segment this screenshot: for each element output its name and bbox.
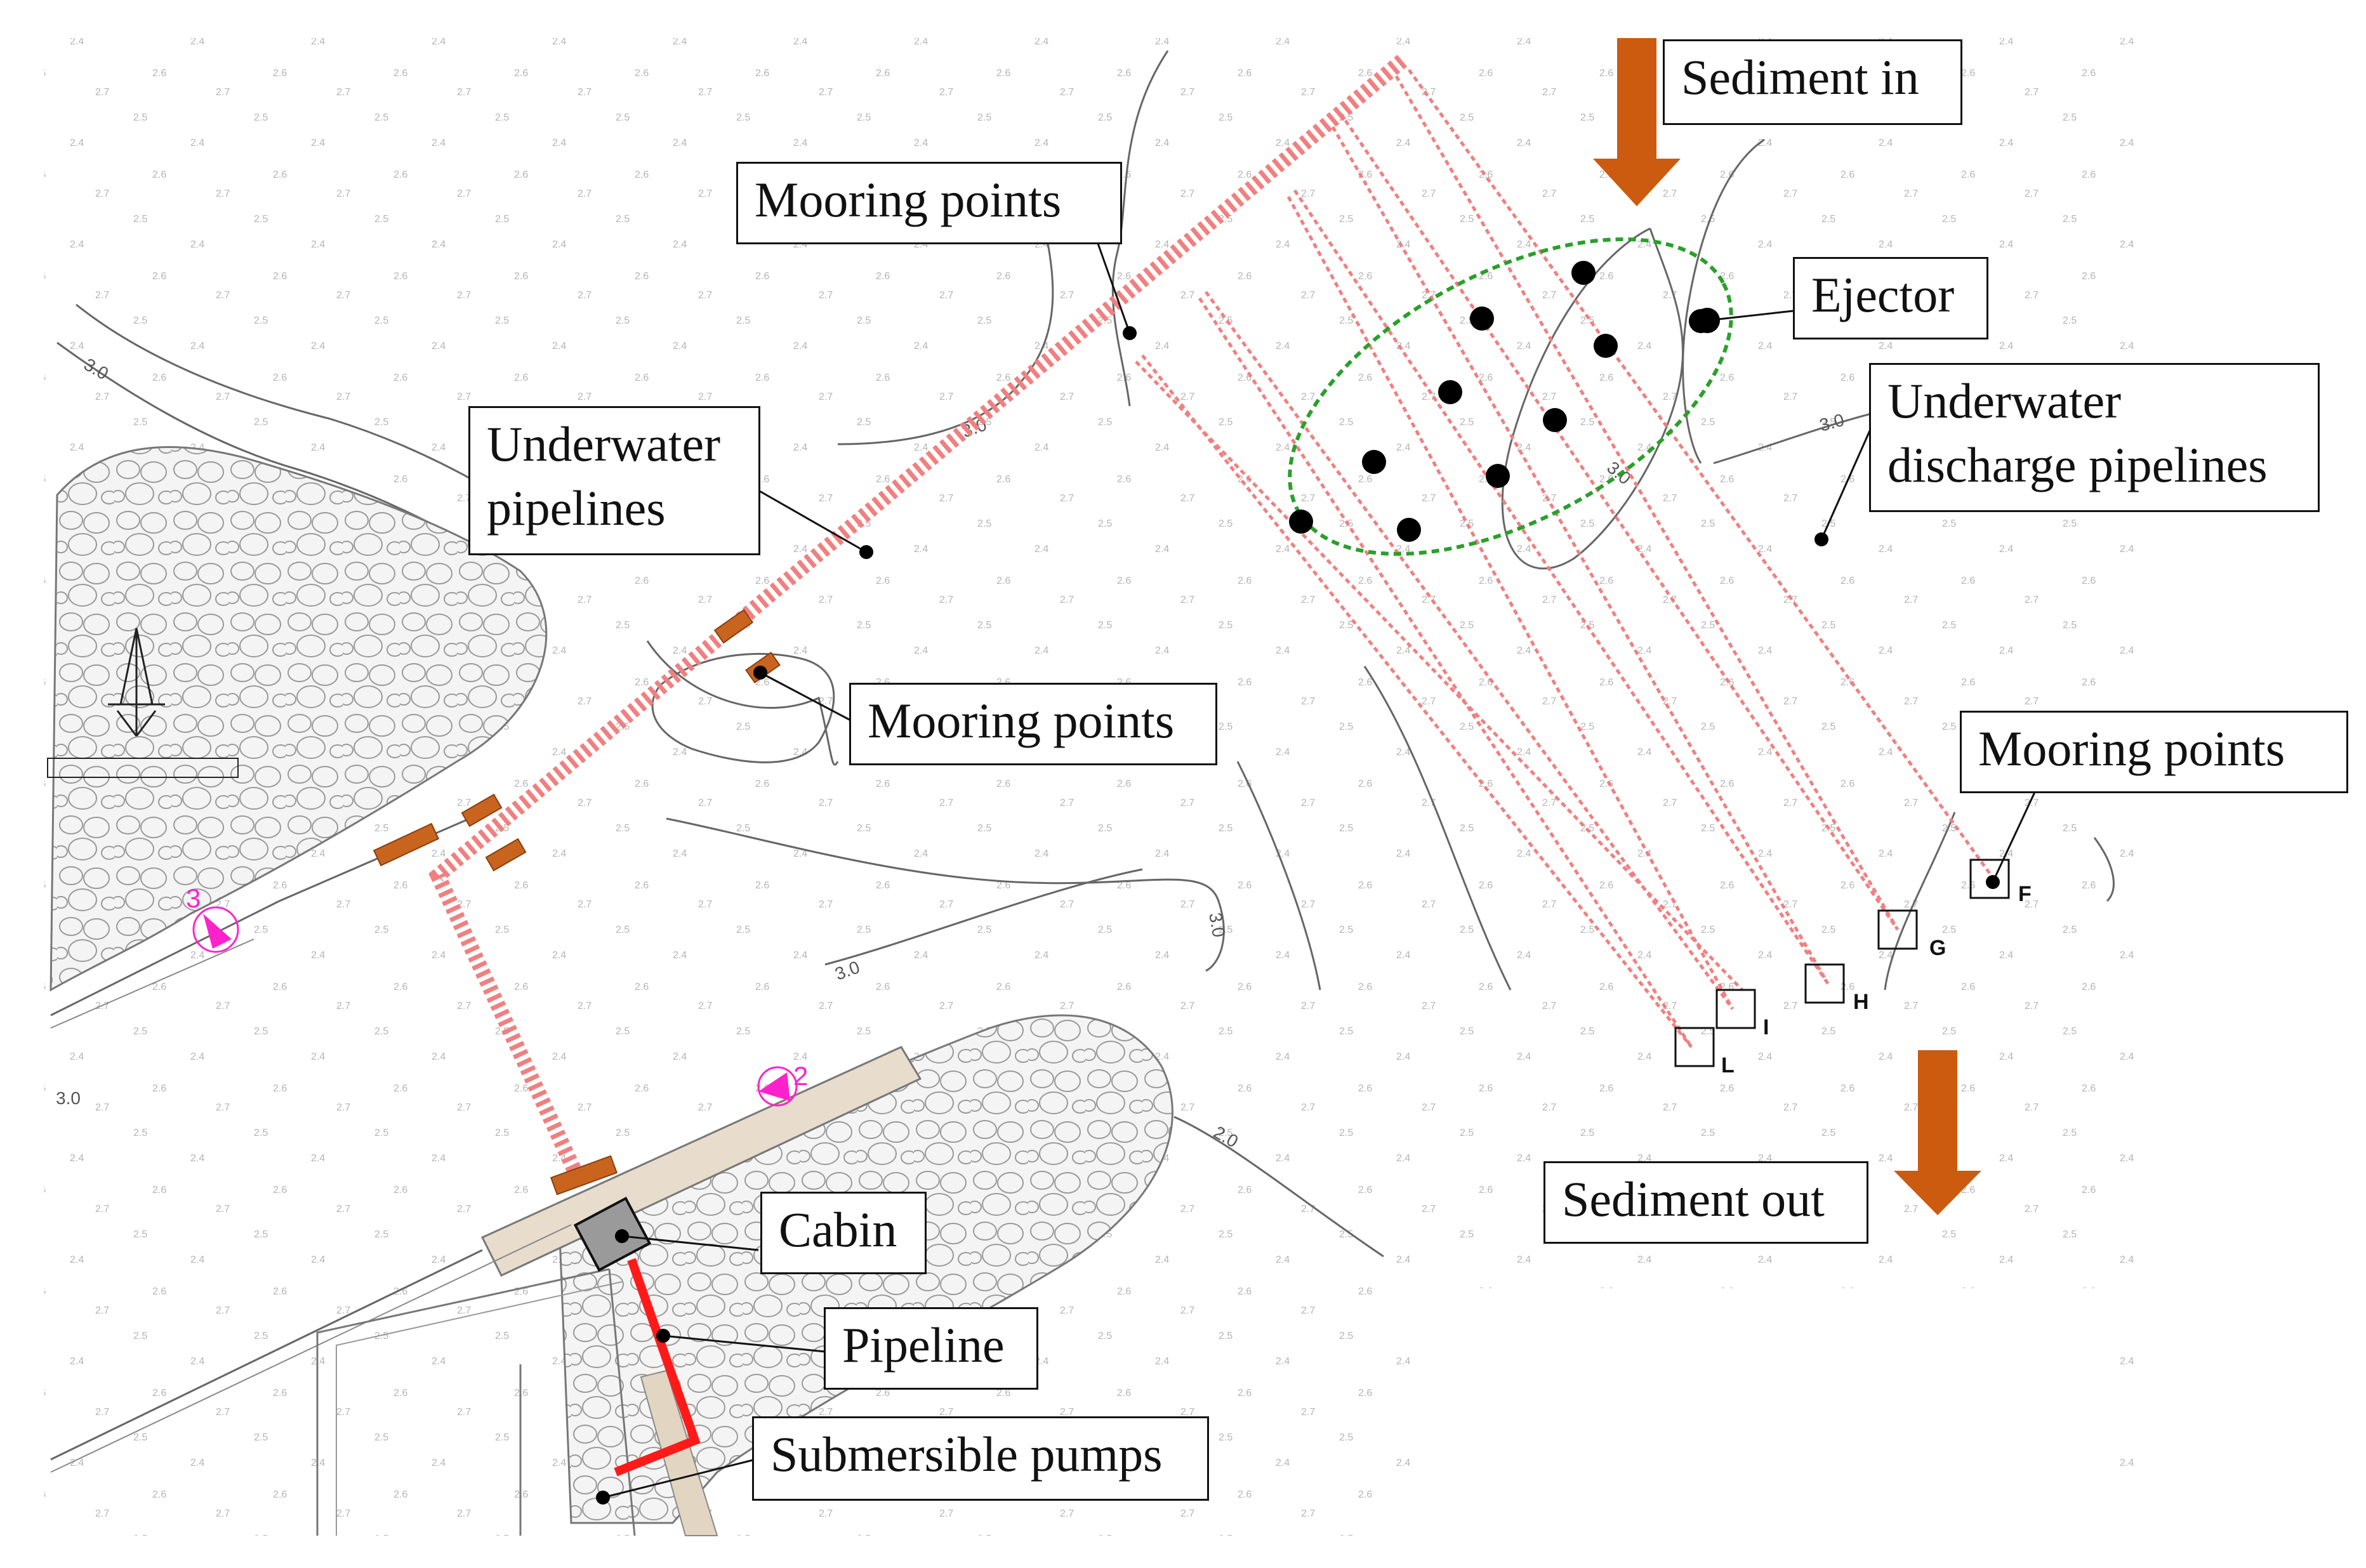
mooring-points-right-label: Mooring points bbox=[1960, 711, 2348, 793]
station-marker-icon-2: 2 bbox=[757, 1061, 808, 1107]
leader-lines bbox=[602, 221, 2039, 1499]
station-box-h bbox=[1804, 963, 1845, 1004]
svg-text:3.0: 3.0 bbox=[1205, 911, 1229, 939]
pipeline-solid bbox=[614, 1258, 701, 1477]
mooring-points-mid-label: Mooring points bbox=[849, 683, 1217, 765]
north-arrow-icon bbox=[47, 628, 239, 778]
sediment-out-label: Sediment out bbox=[1543, 1161, 1868, 1244]
station-letters: F G H I L bbox=[1721, 882, 2032, 1077]
submersible-pumps-label: Submersible pumps bbox=[752, 1416, 1209, 1501]
underwater-discharge-pipelines-label: Underwater discharge pipelines bbox=[1869, 363, 2320, 512]
station-letter-i: I bbox=[1763, 1015, 1769, 1039]
sediment-out-arrow bbox=[1894, 1050, 1981, 1215]
station-letter-l: L bbox=[1721, 1053, 1735, 1077]
underwater-pipelines-line-2: pipelines bbox=[487, 480, 666, 536]
underwater-discharge-line-2: discharge pipelines bbox=[1887, 437, 2268, 493]
station-boxes bbox=[1674, 859, 2010, 1067]
station-box-f bbox=[1969, 859, 2010, 899]
station-letter-h: H bbox=[1853, 990, 1869, 1014]
underwater-discharge-line-1: Underwater bbox=[1887, 373, 2122, 428]
sediment-in-label: Sediment in bbox=[1663, 39, 1962, 125]
mooring-points-top-label: Mooring points bbox=[736, 162, 1122, 244]
station-marker-icon-3: 3 bbox=[186, 883, 239, 953]
left-breakwater bbox=[50, 445, 548, 992]
station-box-g bbox=[1877, 909, 1918, 950]
station-box-i bbox=[1715, 989, 1756, 1029]
sediment-in-arrow bbox=[1593, 38, 1681, 206]
mooring-blocks bbox=[373, 609, 781, 1196]
leader-dots bbox=[596, 308, 2000, 1505]
cabin-label: Cabin bbox=[760, 1192, 927, 1274]
underwater-pipelines-label: Underwater pipelines bbox=[468, 406, 760, 555]
underwater-pipelines-line-1: Underwater bbox=[487, 416, 721, 471]
station-letter-f: F bbox=[2018, 882, 2032, 906]
underwater-pipeline-main bbox=[428, 54, 1408, 1181]
ejector-label: Ejector bbox=[1793, 257, 1988, 339]
pipeline-label: Pipeline bbox=[824, 1307, 1038, 1390]
cabin-shape bbox=[573, 1196, 652, 1272]
svg-text:3.0: 3.0 bbox=[56, 1088, 81, 1108]
discharge-pipelines bbox=[1135, 69, 1998, 1048]
station-box-l bbox=[1674, 1027, 1715, 1067]
svg-text:3: 3 bbox=[186, 883, 201, 913]
depth-contours bbox=[56, 50, 2115, 1258]
station-letter-g: G bbox=[1929, 936, 1946, 960]
svg-text:2: 2 bbox=[793, 1061, 808, 1091]
